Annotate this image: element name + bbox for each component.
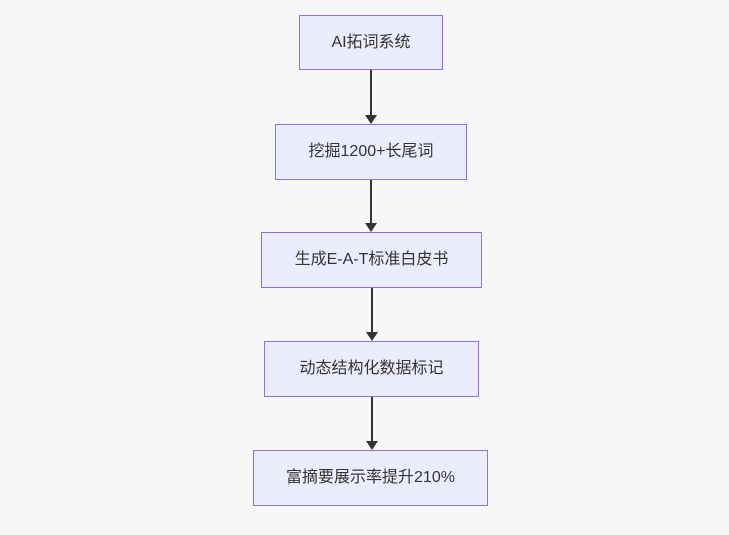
edge-line	[370, 397, 373, 444]
node-label: 动态结构化数据标记	[299, 360, 444, 378]
arrow-down-icon	[365, 115, 377, 124]
flowchart-node-generate-eat-whitepaper: 生成E-A-T标准白皮书	[261, 232, 482, 288]
arrow-down-icon	[365, 223, 377, 232]
edge-line	[370, 180, 372, 226]
node-label: 富摘要展示率提升210%	[286, 469, 455, 487]
flowchart-edge-3	[365, 288, 378, 341]
edge-line	[370, 70, 372, 118]
flowchart-edge-2	[365, 180, 378, 232]
node-label: 挖掘1200+长尾词	[308, 143, 434, 161]
flowchart-edge-1	[365, 70, 378, 124]
edge-line	[370, 288, 373, 335]
flowchart-node-rich-snippet-uplift: 富摘要展示率提升210%	[253, 450, 488, 506]
arrow-down-icon	[365, 332, 378, 341]
flowchart-edge-4	[365, 397, 378, 450]
flowchart-node-ai-keyword-system: AI拓词系统	[299, 15, 443, 70]
arrow-down-icon	[365, 441, 378, 450]
flowchart-node-dynamic-structured-data: 动态结构化数据标记	[264, 341, 479, 397]
node-label: 生成E-A-T标准白皮书	[294, 251, 449, 269]
node-label: AI拓词系统	[331, 33, 411, 51]
flowchart-node-mine-longtail-keywords: 挖掘1200+长尾词	[275, 124, 467, 180]
